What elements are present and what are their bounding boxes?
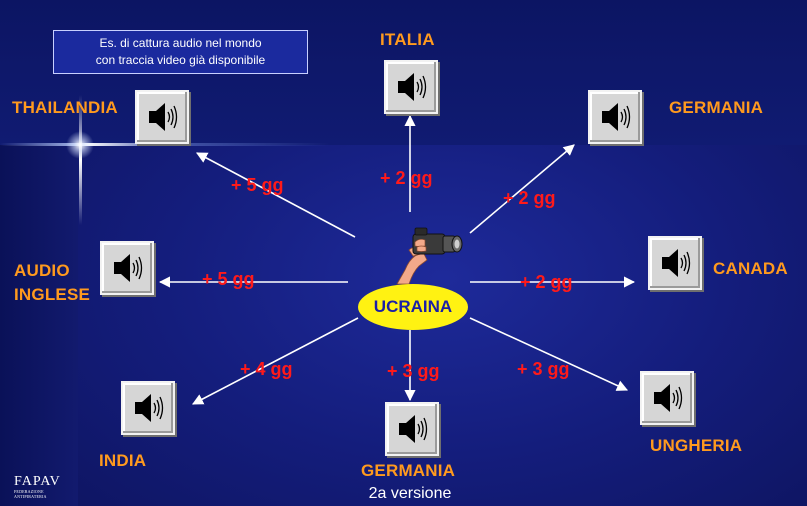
label-thailandia: THAILANDIA — [12, 98, 118, 117]
delay-canada: + 2 gg — [520, 272, 573, 292]
label-germania-top: GERMANIA — [669, 98, 764, 117]
arrow-india — [192, 317, 359, 405]
label-ungheria: UNGHERIA — [650, 436, 743, 455]
speaker-box-germania-bottom — [385, 402, 439, 456]
speaker-box-thailandia — [135, 90, 189, 144]
label-inglese: INGLESE — [14, 285, 91, 304]
label-india: INDIA — [99, 451, 147, 470]
speaker-icon — [662, 249, 691, 277]
label-germania-bottom: GERMANIA — [361, 461, 456, 480]
label-canada: CANADA — [713, 259, 788, 278]
center-ucraina: UCRAINA — [358, 284, 468, 330]
delay-india: + 4 gg — [240, 359, 293, 379]
fapav-logo: FAPAV FEDERAZIONE ANTIPIRATERIA — [14, 474, 74, 500]
speaker-box-audio-inglese — [100, 241, 154, 295]
light-flare-horizontal — [0, 143, 330, 146]
speaker-box-italia — [384, 60, 438, 114]
video-camera-icon — [396, 227, 463, 285]
delay-audio-inglese: + 5 gg — [202, 269, 255, 289]
center-label: UCRAINA — [373, 297, 453, 316]
speaker-icon — [135, 394, 164, 422]
light-flare-center — [66, 131, 94, 159]
speaker-box-canada — [648, 236, 702, 290]
light-flare-vertical — [79, 95, 82, 225]
speaker-icon — [654, 384, 683, 412]
arrow-thailandia — [196, 152, 356, 238]
logo-main: FAPAV — [14, 474, 61, 489]
speaker-icon — [398, 73, 427, 101]
caption-line-1: Es. di cattura audio nel mondo — [99, 36, 262, 50]
caption-box: Es. di cattura audio nel mondo con tracc… — [53, 30, 308, 74]
caption-line-2: con traccia video già disponibile — [95, 53, 266, 67]
arrow-ungheria — [469, 317, 629, 391]
delay-germania-bottom: + 3 gg — [387, 361, 440, 381]
delay-italia: + 2 gg — [380, 168, 433, 188]
speaker-icon — [399, 415, 428, 443]
label-audio: AUDIO — [14, 261, 70, 280]
logo-sub: FEDERAZIONE ANTIPIRATERIA — [14, 489, 47, 499]
speaker-box-ungheria — [640, 371, 694, 425]
label-italia: ITALIA — [380, 30, 435, 49]
delay-thailandia: + 5 gg — [231, 175, 284, 195]
speaker-icon — [114, 254, 143, 282]
speaker-box-germania-top — [588, 90, 642, 144]
left-band — [0, 145, 78, 506]
speaker-icon — [602, 103, 631, 131]
speaker-icon — [149, 103, 178, 131]
version-label: 2a versione — [368, 485, 452, 502]
speaker-box-india — [121, 381, 175, 435]
arrow-germania-top — [469, 144, 575, 234]
delay-germania-top: + 2 gg — [503, 188, 556, 208]
delay-ungheria: + 3 gg — [517, 359, 570, 379]
